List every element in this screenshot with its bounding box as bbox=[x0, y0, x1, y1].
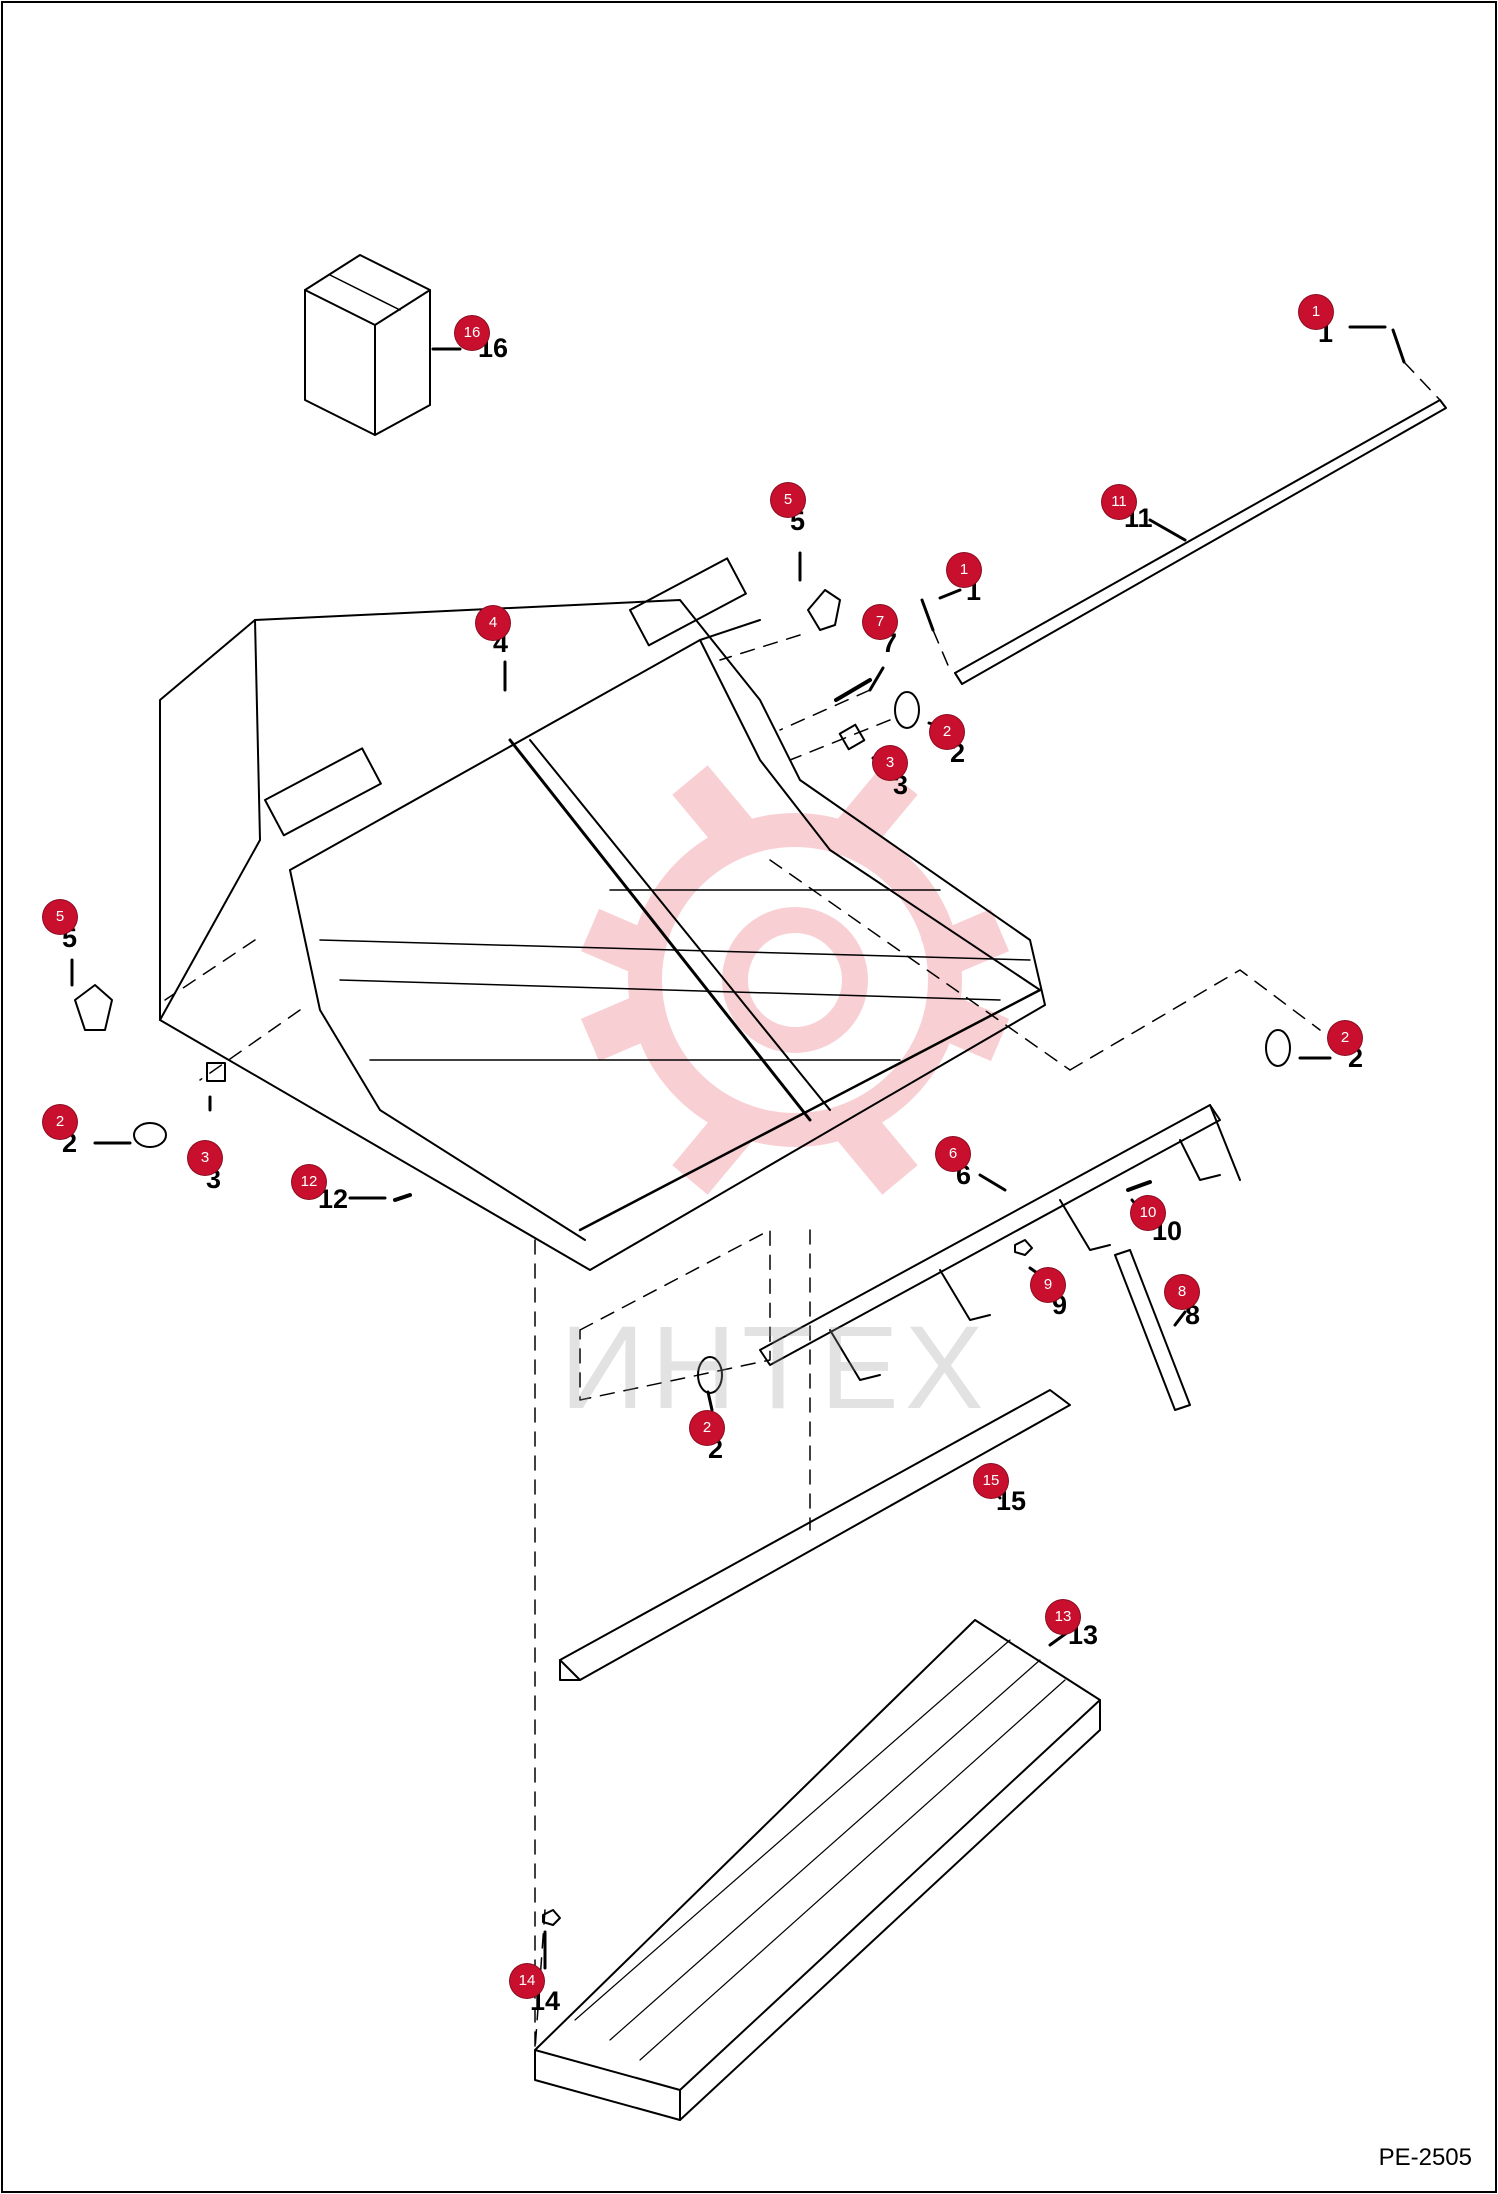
callout-badge-p6[interactable]: 6 bbox=[936, 1137, 970, 1171]
callout-badge-p11[interactable]: 11 bbox=[1102, 485, 1136, 519]
callout-badge-p5a[interactable]: 5 bbox=[771, 483, 805, 517]
nut-9 bbox=[1014, 1239, 1033, 1256]
grating-step bbox=[534, 1619, 1101, 2121]
watermark-gear-logo bbox=[580, 765, 1010, 1195]
callout-badge-p8[interactable]: 8 bbox=[1165, 1275, 1199, 1309]
callout-badge-p9[interactable]: 9 bbox=[1031, 1268, 1065, 1302]
bushing-upper bbox=[838, 723, 866, 751]
callout-badge-p13[interactable]: 13 bbox=[1046, 1600, 1080, 1634]
callout-badge-p14[interactable]: 14 bbox=[510, 1964, 544, 1998]
lever-arm bbox=[1114, 1249, 1191, 1411]
callout-badge-p16[interactable]: 16 bbox=[455, 316, 489, 350]
drawing-code: PE-2505 bbox=[1378, 2144, 1472, 2171]
pin-middle bbox=[920, 598, 935, 632]
bucket-body bbox=[159, 557, 1046, 1271]
nut-14 bbox=[542, 1909, 561, 1926]
callout-badge-p15[interactable]: 15 bbox=[974, 1464, 1008, 1498]
long-rod bbox=[954, 399, 1447, 685]
tooth-bracket-upper bbox=[807, 589, 841, 631]
dashed-construction-lines bbox=[164, 361, 1441, 2051]
pin-7 bbox=[834, 678, 872, 702]
callout-badge-p3b[interactable]: 3 bbox=[188, 1141, 222, 1175]
washer-left bbox=[133, 1122, 167, 1148]
washer-upper bbox=[894, 691, 920, 729]
callout-badge-p4[interactable]: 4 bbox=[476, 606, 510, 640]
callout-badge-p2b[interactable]: 2 bbox=[1328, 1021, 1362, 1055]
watermark-text: ИНТЕХ bbox=[560, 1302, 990, 1434]
tooth-bracket-left bbox=[74, 984, 113, 1031]
callout-badge-p1b[interactable]: 1 bbox=[947, 553, 981, 587]
callout-badge-p5b[interactable]: 5 bbox=[43, 900, 77, 934]
callout-badge-p2d[interactable]: 2 bbox=[690, 1411, 724, 1445]
bolt-12 bbox=[393, 1193, 412, 1202]
callout-badge-p3a[interactable]: 3 bbox=[873, 746, 907, 780]
bushing-left bbox=[206, 1062, 226, 1082]
pin-upper bbox=[1391, 328, 1406, 364]
callout-badge-p1a[interactable]: 1 bbox=[1299, 295, 1333, 329]
washer-right bbox=[1265, 1029, 1291, 1067]
callout-badge-p2c[interactable]: 2 bbox=[43, 1105, 77, 1139]
cutting-edge-plate bbox=[559, 1389, 1071, 1681]
bolt-10 bbox=[1126, 1180, 1152, 1192]
box-kit bbox=[304, 254, 431, 436]
callout-badge-p7[interactable]: 7 bbox=[863, 605, 897, 639]
callout-badge-p12[interactable]: 12 bbox=[292, 1165, 326, 1199]
callout-badge-p2a[interactable]: 2 bbox=[930, 715, 964, 749]
callout-badge-p10[interactable]: 10 bbox=[1131, 1196, 1165, 1230]
part-number-p8: 8 bbox=[1185, 1300, 1201, 1330]
